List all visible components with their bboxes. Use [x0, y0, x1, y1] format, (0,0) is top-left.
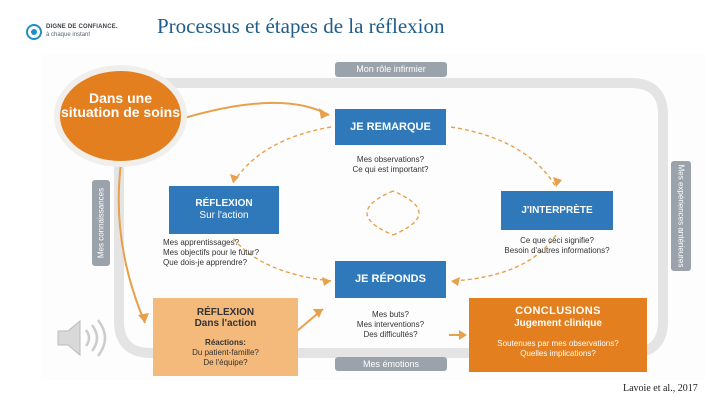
caption-line: Mes objectifs pour le futur?: [163, 248, 260, 257]
tab-experiences: Mes expériences antérieures: [671, 161, 691, 271]
tab-connaissances-label: Mes connaissances: [96, 187, 106, 259]
reflexion-dans-title: RÉFLEXION: [196, 307, 255, 318]
caption-line: Soutenues par mes observations?: [497, 339, 619, 348]
box-reflexion-sur-action: RÉFLEXION Sur l'action: [169, 186, 279, 234]
conclusions-subtitle: Jugement clinique: [514, 318, 602, 329]
page-title: Processus et étapes de la réflexion: [157, 14, 445, 38]
caption-line: Que dois-je apprendre?: [163, 258, 248, 267]
diagram-connectors: [114, 78, 668, 358]
box-conclusions: CONCLUSIONS Jugement clinique Soutenues …: [469, 298, 647, 372]
reflexion-dans-subtitle: Dans l'action: [194, 318, 257, 329]
reflexion-sur-subtitle: Sur l'action: [199, 210, 249, 221]
caption-line: Ce qui est important?: [352, 165, 429, 174]
speaker-icon[interactable]: [52, 313, 110, 363]
box-je-reponds: JE RÉPONDS: [335, 261, 446, 298]
logo: DIGNE DE CONFIANCE. à chaque instant: [26, 22, 136, 44]
conclusions-questions: Soutenues par mes observations? Quelles …: [469, 339, 647, 359]
logo-line2: à chaque instant: [46, 32, 91, 38]
caption-je-remarque: Mes observations? Ce qui est important?: [335, 155, 446, 175]
caption-line: Mes apprentissages?: [163, 238, 240, 247]
start-blob-text: Dans une situation de soins: [60, 91, 181, 119]
reflexion-dans-heading: RÉFLEXION Dans l'action: [153, 307, 298, 329]
caption-line: Mes interventions?: [356, 320, 425, 329]
reflexion-sur-title: RÉFLEXION: [195, 198, 253, 209]
caption-line: Besoin d'autres informations?: [504, 246, 610, 255]
caption-je-reponds: Mes buts? Mes interventions? Des difficu…: [335, 310, 446, 340]
caption-line: Mes observations?: [356, 155, 425, 164]
box-reflexion-dans-action: RÉFLEXION Dans l'action Réactions: Du pa…: [153, 298, 298, 376]
caption-reflexion-sur-action: Mes apprentissages? Mes objectifs pour l…: [163, 238, 291, 268]
tab-emotions: Mes émotions: [335, 357, 447, 371]
tab-experiences-label: Mes expériences antérieures: [676, 164, 686, 268]
caption-line: Ce que ceci signifie?: [520, 236, 594, 245]
tab-connaissances: Mes connaissances: [92, 180, 110, 266]
start-blob-label: Dans une situation de soins: [60, 90, 180, 120]
box-j-interprete: J'INTERPRÈTE: [501, 191, 613, 230]
caption-line: Quelles implications?: [520, 349, 596, 358]
caption-j-interprete: Ce que ceci signifie? Besoin d'autres in…: [488, 236, 626, 256]
citation: Lavoie et al., 2017: [623, 383, 698, 394]
start-blob: Dans une situation de soins: [60, 71, 181, 161]
logo-line1: DIGNE DE CONFIANCE.: [46, 24, 118, 30]
caption-line: Des difficultés?: [363, 330, 418, 339]
tab-role-infirmier: Mon rôle infirmier: [335, 62, 447, 77]
reactions-label: Réactions:: [205, 338, 246, 347]
reaction-line: De l'équipe?: [203, 358, 248, 367]
box-je-remarque: JE REMARQUE: [335, 109, 446, 145]
caption-line: Mes buts?: [372, 310, 409, 319]
reaction-line: Du patient-famille?: [192, 348, 259, 357]
diagram-canvas: Mon rôle infirmier Mes émotions Mes conn…: [41, 53, 705, 380]
logo-icon: [26, 24, 42, 40]
conclusions-title: CONCLUSIONS: [515, 305, 601, 317]
